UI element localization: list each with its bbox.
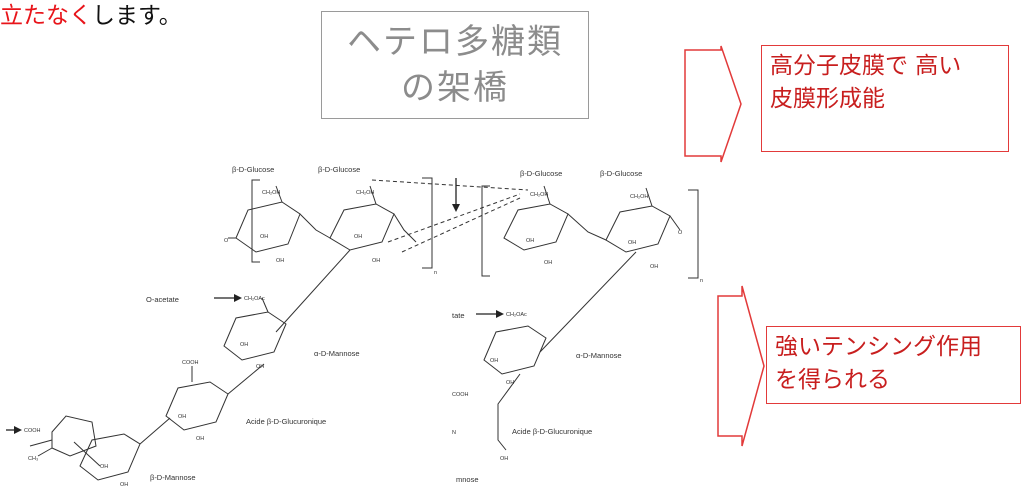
label-glucuronique-1: Acide β-D-Glucuronique [246, 417, 326, 426]
group-oh: OH [544, 260, 552, 266]
group-ch2oac: CH₂OAc [506, 312, 527, 318]
label-glucose-3: β-D-Glucose [520, 169, 562, 178]
label-glucuronique-2: Acide β-D-Glucuronique [512, 427, 592, 436]
label-mannose-1: α-D-Mannose [314, 349, 360, 358]
group-cooh: COOH [182, 360, 199, 366]
group-oh: OH [276, 258, 284, 264]
group-oh: OH [650, 264, 658, 270]
label-glucose-2: β-D-Glucose [318, 165, 360, 174]
title-line-2: の架橋 [401, 68, 509, 108]
title-box: ヘテロ多糖類 の架橋 [321, 11, 589, 119]
group-cooh: COOH [452, 392, 469, 398]
label-n4: N [452, 430, 456, 436]
group-ch3: CH₃ [28, 456, 38, 462]
subscript-n: n [434, 270, 437, 276]
title-line-1: ヘテロ多糖類 [347, 22, 563, 62]
group-ch2oh: CH₂OH [262, 190, 280, 196]
group-o: O [678, 230, 683, 236]
label-mannose-2: α-D-Mannose [576, 351, 622, 360]
group-oh: OH [120, 482, 128, 488]
group-oh: OH [354, 234, 362, 240]
callout-1-line-2: 皮膜形成能 [770, 86, 885, 112]
group-oh: OH [196, 436, 204, 442]
group-oh: OH [506, 380, 514, 386]
group-oh: OH [100, 464, 108, 470]
group-o: O [224, 238, 229, 244]
group-ch2oh: CH₂OH [530, 192, 548, 198]
label-tate: tate [452, 311, 465, 320]
label-glucose-1: β-D-Glucose [232, 165, 274, 174]
group-oh: OH [500, 456, 508, 462]
group-oh: OH [490, 358, 498, 364]
callout-film-forming: 高分子皮膜で 高い 皮膜形成能 [761, 45, 1009, 152]
group-cooh: COOH [24, 428, 41, 434]
label-mannose-cut: mnose [456, 475, 479, 484]
group-ch2oh: CH₂OH [630, 194, 648, 200]
group-ch2oac: CH₂OAc [244, 296, 265, 302]
label-glucose-4: β-D-Glucose [600, 169, 642, 178]
subscript-n: n [700, 278, 703, 284]
arrow-right-icon [717, 285, 765, 447]
callout-2-line-2: を得られる [775, 367, 890, 393]
group-oh: OH [260, 234, 268, 240]
group-oh: OH [526, 238, 534, 244]
group-oh: OH [256, 364, 264, 370]
label-o-acetate: O-acetate [146, 295, 179, 304]
arrow-right-icon [684, 45, 742, 163]
callout-2-line-1: 強いテンシング作用 [775, 334, 982, 360]
callout-tensing: 強いテンシング作用 を得られる [766, 326, 1021, 404]
callout-1-line-1: 高分子皮膜で 高い [770, 53, 962, 79]
group-oh: OH [240, 342, 248, 348]
label-mannose-beta: β-D-Mannose [150, 473, 196, 482]
group-oh: OH [372, 258, 380, 264]
caption-red-text: 立たなく [0, 3, 92, 29]
top-caption: 立たなくします。 [0, 0, 182, 30]
group-ch2oh: CH₂OH [356, 190, 374, 196]
group-oh: OH [178, 414, 186, 420]
group-oh: OH [628, 240, 636, 246]
polysaccharide-structure-diagram: β-D-Glucose β-D-Glucose β-D-Glucose β-D-… [6, 165, 703, 488]
caption-text: します。 [92, 3, 182, 29]
